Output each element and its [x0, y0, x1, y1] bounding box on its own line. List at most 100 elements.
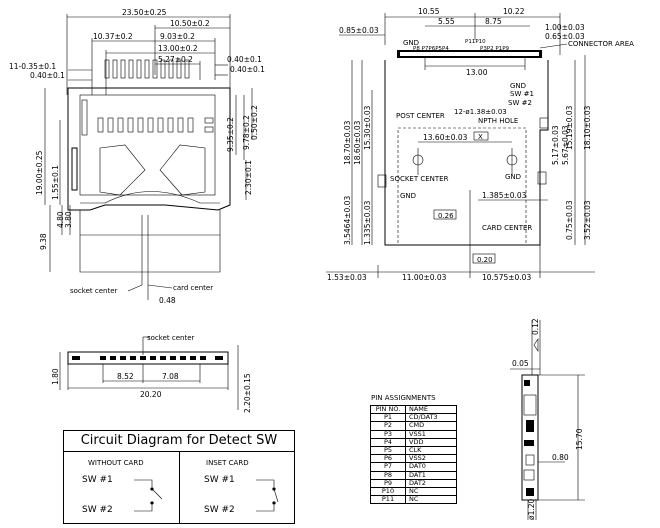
pcb-dim-1055: 10.55 — [418, 7, 440, 16]
top-view: 23.50±0.25 10.50±0.2 10.37±0.2 9.03±0.2 … — [9, 8, 265, 305]
dim-top-6: 0.40±0.1 — [227, 55, 262, 64]
pcb-vdim-1: 18.60±0.03 — [353, 120, 362, 165]
npth-label: 12-ø1.38±0.03 — [454, 108, 507, 116]
inset-card-label: INSET CARD — [206, 459, 249, 467]
gnd-sw1-label: GND — [510, 82, 526, 90]
front-body — [67, 351, 229, 365]
front-socket-center: socket center — [147, 334, 195, 342]
dim-top-2: 10.37±0.2 — [93, 32, 133, 41]
pins-right: P3P2 P1P9 — [480, 46, 510, 52]
front-dim-708: 7.08 — [162, 372, 179, 381]
connector-area-label: CONNECTOR AREA — [568, 40, 634, 48]
pin-name: DAT0 — [405, 462, 457, 472]
socket-body-outline — [67, 87, 231, 211]
side-dim-120: ø1.20 — [527, 498, 536, 520]
dim-top-3: 9.03±0.2 — [160, 32, 195, 41]
gnd-pad-right — [537, 171, 547, 185]
pcb-dim-100: 1.00±0.03 — [545, 23, 585, 32]
sw1-right-label: SW #1 — [204, 475, 235, 485]
box-020 — [472, 253, 496, 264]
dim-top-8: 11-0.35±0.1 — [9, 62, 56, 71]
dim-top-5: 5.27±0.2 — [158, 55, 193, 64]
box-026-text: 0.26 — [438, 212, 454, 220]
npth-hole-label: NPTH HOLE — [478, 117, 518, 125]
without-card-label: WITHOUT CARD — [88, 459, 144, 467]
dim-935: 9.35±0.2 — [226, 117, 235, 152]
dim-048: 0.48 — [159, 296, 176, 305]
gnd-top-label: GND — [403, 39, 419, 47]
pcb-dim-555: 5.55 — [438, 17, 455, 26]
sw2-left-label: SW #2 — [82, 505, 113, 515]
open-switch-symbol — [134, 479, 163, 512]
gnd-low-left: GND — [400, 192, 416, 200]
box-020-text: 0.20 — [477, 256, 493, 264]
pcb-dim-875: 8.75 — [485, 17, 502, 26]
dim-1900: 19.00±0.25 — [35, 150, 44, 195]
pin-name: NC — [405, 495, 457, 505]
pcb-vdim-3: 3.5464±0.03 — [343, 196, 352, 245]
dim-050: 0.50±0.2 — [250, 105, 259, 140]
contact-pins — [104, 59, 190, 79]
pcb-bdim-2: 10.575±0.03 — [482, 273, 531, 282]
pin-name: CMD — [405, 421, 457, 431]
dim-230: 2.30±0.1 — [244, 160, 253, 195]
pins-left: P8 P7P6P5P4 — [413, 46, 449, 52]
dim-480: 4.80 — [56, 211, 65, 228]
sw2-pad — [539, 117, 549, 129]
pcb-dim-1360: 13.60±0.03 — [423, 133, 468, 142]
dim-155: 1.55±0.1 — [51, 165, 60, 200]
side-dim-1570: 15.70 — [575, 428, 584, 450]
box-026 — [433, 209, 457, 220]
pin-assignments-title: PIN ASSIGNMENTS — [371, 394, 436, 402]
front-dim-180: 1.80 — [51, 368, 60, 385]
sw2-right-label: SW #2 — [204, 505, 235, 515]
dim-978: 9.78±0.2 — [242, 115, 251, 150]
pcb-rvdim-4: 0.75±0.03 — [565, 200, 574, 240]
circuit-column-divider — [179, 451, 180, 523]
front-view: socket center 8.52 7.08 20.20 — [51, 334, 252, 413]
sw1-label: SW #1 — [510, 90, 534, 98]
pin-no: P2 — [370, 421, 406, 431]
pcb-rvdim-5: 3.52±0.03 — [583, 200, 592, 240]
pcb-rvdim-3: 5.67±0.03 — [561, 125, 570, 165]
dim-top-1: 10.50±0.2 — [170, 19, 210, 28]
dim-top-4: 13.00±0.2 — [158, 44, 198, 53]
pcb-dim-1300: 13.00 — [466, 68, 488, 77]
pcb-bdim-1: 11.00±0.03 — [402, 273, 447, 282]
side-body — [521, 374, 539, 501]
dim-938: 9.38 — [39, 233, 48, 250]
sw2-label: SW #2 — [508, 99, 532, 107]
pin-no: P11 — [370, 495, 406, 505]
pins-mid: P11P10 — [465, 39, 486, 45]
front-dim-852: 8.52 — [117, 372, 134, 381]
pin-no: P7 — [370, 462, 406, 472]
pin-name: CD/DAT3 — [405, 413, 457, 423]
pcb-layout-view: 10.55 10.22 5.55 8.75 1.00±0.03 0.85±0.0… — [326, 7, 634, 282]
pcb-vdim-0: 18.70±0.03 — [343, 120, 352, 165]
dim-380: 3.80 — [64, 211, 73, 228]
circuit-title: Circuit Diagram for Detect SW — [80, 433, 278, 448]
contact-tabs — [97, 117, 214, 133]
pcb-vdim-4: 1.335±0.03 — [363, 200, 372, 245]
pcb-dim-065: 0.65±0.03 — [545, 32, 585, 41]
side-dim-012: 0.12 — [531, 318, 540, 335]
socket-center-pcb: SOCKET CENTER — [390, 175, 449, 183]
side-dim-080: 0.80 — [552, 453, 569, 462]
gnd-low-right: GND — [505, 173, 521, 181]
dim-top-0: 23.50±0.25 — [122, 8, 167, 17]
x-box: X — [478, 133, 483, 141]
pcb-vdim-2: 15.30±0.03 — [363, 105, 372, 150]
closed-switch-symbol — [256, 479, 279, 512]
pad-row — [397, 50, 542, 58]
pcb-rvdim-0: 15.19±0.03 — [565, 105, 574, 150]
dim-top-7: 0.40±0.1 — [230, 65, 265, 74]
pcb-dim-1022: 10.22 — [503, 7, 525, 16]
pcb-rvdim-2: 5.17±0.03 — [551, 125, 560, 165]
circuit-diagram: Circuit Diagram for Detect SW WITHOUT CA… — [63, 430, 295, 524]
post-center-label: POST CENTER — [396, 112, 445, 120]
dim-top-9: 0.40±0.1 — [30, 71, 65, 80]
front-dim-2020: 20.20 — [140, 390, 162, 399]
